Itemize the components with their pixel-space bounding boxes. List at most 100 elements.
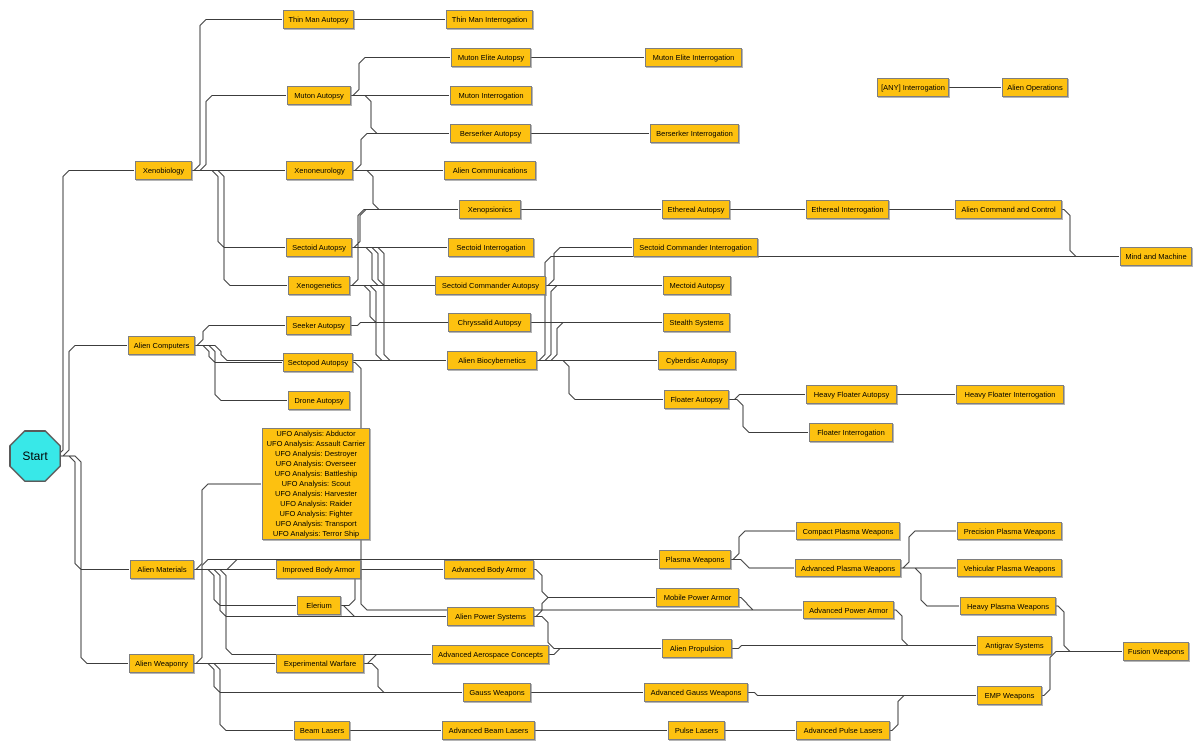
node-sectoid-commander-autopsy[interactable]: Sectoid Commander Autopsy xyxy=(435,276,546,295)
node-improved-body-armor[interactable]: Improved Body Armor xyxy=(276,560,361,579)
node-advanced-power-armor[interactable]: Advanced Power Armor xyxy=(803,601,894,619)
edge-emp-weapons-to-fusion-weapons xyxy=(1042,651,1122,696)
node-beam-lasers[interactable]: Beam Lasers xyxy=(294,721,350,740)
node-label: Alien Computers xyxy=(133,341,190,350)
node-compact-plasma-weapons[interactable]: Compact Plasma Weapons xyxy=(796,522,900,540)
node-mectoid-autopsy[interactable]: Mectoid Autopsy xyxy=(663,276,731,295)
node-advanced-beam-lasers[interactable]: Advanced Beam Lasers xyxy=(442,721,535,740)
node-muton-elite-autopsy[interactable]: Muton Elite Autopsy xyxy=(451,48,531,67)
node-floater-interrogation[interactable]: Floater Interrogation xyxy=(809,423,893,442)
edge-alien-computers-to-alien-biocybernetics xyxy=(195,345,446,361)
node-alien-biocybernetics[interactable]: Alien Biocybernetics xyxy=(447,351,537,370)
node-heavy-plasma-weapons[interactable]: Heavy Plasma Weapons xyxy=(960,597,1056,615)
node-xenobiology[interactable]: Xenobiology xyxy=(135,161,192,180)
node-emp-weapons[interactable]: EMP Weapons xyxy=(977,686,1042,705)
edge-sectoid-autopsy-to-sectoid-commander-autopsy xyxy=(352,247,434,286)
node-xenogenetics[interactable]: Xenogenetics xyxy=(288,276,350,295)
node-label: Muton Interrogation xyxy=(458,91,524,100)
node-sectoid-interrogation[interactable]: Sectoid Interrogation xyxy=(448,238,534,257)
node-alien-power-systems[interactable]: Alien Power Systems xyxy=(447,607,534,626)
node-thin-man-interrogation[interactable]: Thin Man Interrogation xyxy=(446,10,533,29)
node-floater-autopsy[interactable]: Floater Autopsy xyxy=(664,390,729,409)
node-plasma-weapons[interactable]: Plasma Weapons xyxy=(659,550,731,569)
node-alien-propulsion[interactable]: Alien Propulsion xyxy=(662,639,732,658)
node-stealth-systems[interactable]: Stealth Systems xyxy=(663,313,730,332)
node-muton-autopsy[interactable]: Muton Autopsy xyxy=(287,86,351,105)
node-label: Advanced Aerospace Concepts xyxy=(438,650,543,659)
node-elerium[interactable]: Elerium xyxy=(297,596,341,615)
node-chryssalid-autopsy[interactable]: Chryssalid Autopsy xyxy=(448,313,531,332)
edge-floater-autopsy-to-floater-interrogation xyxy=(729,399,808,433)
node-label: Drone Autopsy xyxy=(294,396,344,405)
node-label: Advanced Body Armor xyxy=(451,565,527,574)
edge-xenogenetics-to-chryssalid-autopsy xyxy=(350,285,447,323)
node-line-label: UFO Analysis: Destroyer xyxy=(274,449,358,458)
node-label: Sectoid Commander Interrogation xyxy=(639,243,752,252)
node-berserker-autopsy[interactable]: Berserker Autopsy xyxy=(450,124,531,143)
node-thin-man-autopsy[interactable]: Thin Man Autopsy xyxy=(283,10,354,29)
edge-advanced-plasma-weapons-to-heavy-plasma-weapons xyxy=(901,567,959,607)
edge-alien-materials-to-plasma-weapons xyxy=(194,559,658,570)
node-alien-communications[interactable]: Alien Communications xyxy=(444,161,536,180)
node-cyberdisc-autopsy[interactable]: Cyberdisc Autopsy xyxy=(658,351,736,370)
node-label: Precision Plasma Weapons xyxy=(963,526,1056,536)
node-label: Mobile Power Armor xyxy=(663,593,732,602)
node-vehicular-plasma-weapons[interactable]: Vehicular Plasma Weapons xyxy=(957,559,1062,577)
edge-mobile-power-armor-to-advanced-power-armor xyxy=(739,597,802,611)
node-alien-computers[interactable]: Alien Computers xyxy=(128,336,195,355)
node-precision-plasma-weapons[interactable]: Precision Plasma Weapons xyxy=(957,522,1062,540)
node-alien-command-and-control[interactable]: Alien Command and Control xyxy=(955,200,1062,219)
node-mobile-power-armor[interactable]: Mobile Power Armor xyxy=(656,588,739,607)
node-advanced-gauss-weapons[interactable]: Advanced Gauss Weapons xyxy=(644,683,748,702)
node-seeker-autopsy[interactable]: Seeker Autopsy xyxy=(286,316,351,335)
node-drone-autopsy[interactable]: Drone Autopsy xyxy=(288,391,350,410)
node-muton-interrogation[interactable]: Muton Interrogation xyxy=(450,86,532,105)
node-label: Muton Elite Interrogation xyxy=(652,53,735,62)
node-label: Improved Body Armor xyxy=(282,565,355,574)
start-node-label: Start xyxy=(10,431,60,481)
node-label: Muton Autopsy xyxy=(294,91,344,100)
node-ethereal-autopsy[interactable]: Ethereal Autopsy xyxy=(662,200,730,219)
edge-advanced-gauss-weapons-to-emp-weapons xyxy=(748,692,976,696)
node-heavy-floater-interrogation[interactable]: Heavy Floater Interrogation xyxy=(956,385,1064,404)
node-label: Xenoneurology xyxy=(294,166,345,175)
node-advanced-aerospace-concepts[interactable]: Advanced Aerospace Concepts xyxy=(432,645,549,664)
node-advanced-pulse-lasers[interactable]: Advanced Pulse Lasers xyxy=(796,721,890,740)
node-label: Vehicular Plasma Weapons xyxy=(963,563,1056,573)
node-alien-operations[interactable]: Alien Operations xyxy=(1002,78,1068,97)
edge-sectoid-autopsy-to-alien-biocybernetics xyxy=(352,247,446,361)
node-ethereal-interrogation[interactable]: Ethereal Interrogation xyxy=(806,200,889,219)
node-gauss-weapons[interactable]: Gauss Weapons xyxy=(463,683,531,702)
node-alien-materials[interactable]: Alien Materials xyxy=(130,560,194,579)
node-line-label: UFO Analysis: Abductor xyxy=(276,429,356,438)
node-start[interactable]: Start xyxy=(9,430,61,482)
node-advanced-plasma-weapons[interactable]: Advanced Plasma Weapons xyxy=(795,559,901,577)
node-line-label: UFO Analysis: Harvester xyxy=(274,489,358,498)
edge-alien-weaponry-to-plasma-weapons xyxy=(194,559,658,664)
node-alien-weaponry[interactable]: Alien Weaponry xyxy=(129,654,194,673)
node-any-interrogation[interactable]: [ANY] Interrogation xyxy=(877,78,949,97)
node-fusion-weapons[interactable]: Fusion Weapons xyxy=(1123,642,1189,661)
node-advanced-body-armor[interactable]: Advanced Body Armor xyxy=(444,560,534,579)
node-experimental-warfare[interactable]: Experimental Warfare xyxy=(276,654,364,673)
node-mind-and-machine[interactable]: Mind and Machine xyxy=(1120,247,1192,266)
node-label: Alien Materials xyxy=(137,565,187,574)
node-line-label: UFO Analysis: Battleship xyxy=(274,469,358,478)
node-berserker-interrogation[interactable]: Berserker Interrogation xyxy=(650,124,739,143)
node-sectoid-autopsy[interactable]: Sectoid Autopsy xyxy=(286,238,352,257)
edge-advanced-power-armor-to-antigrav-systems xyxy=(894,609,976,646)
node-label: Advanced Power Armor xyxy=(809,605,888,615)
node-xenopsionics[interactable]: Xenopsionics xyxy=(459,200,521,219)
edge-alien-biocybernetics-to-floater-autopsy xyxy=(537,360,663,400)
node-antigrav-systems[interactable]: Antigrav Systems xyxy=(977,636,1052,655)
edge-xenoneurology-to-berserker-autopsy xyxy=(353,133,449,171)
node-sectopod-autopsy[interactable]: Sectopod Autopsy xyxy=(283,353,353,372)
node-label: Thin Man Autopsy xyxy=(288,15,349,24)
node-muton-elite-interrogation[interactable]: Muton Elite Interrogation xyxy=(645,48,742,67)
node-line-label: UFO Analysis: Assault Carrier xyxy=(266,439,366,448)
node-heavy-floater-autopsy[interactable]: Heavy Floater Autopsy xyxy=(806,385,897,404)
node-xenoneurology[interactable]: Xenoneurology xyxy=(286,161,353,180)
node-sectoid-commander-interrogation[interactable]: Sectoid Commander Interrogation xyxy=(633,238,758,257)
node-pulse-lasers[interactable]: Pulse Lasers xyxy=(668,721,725,740)
